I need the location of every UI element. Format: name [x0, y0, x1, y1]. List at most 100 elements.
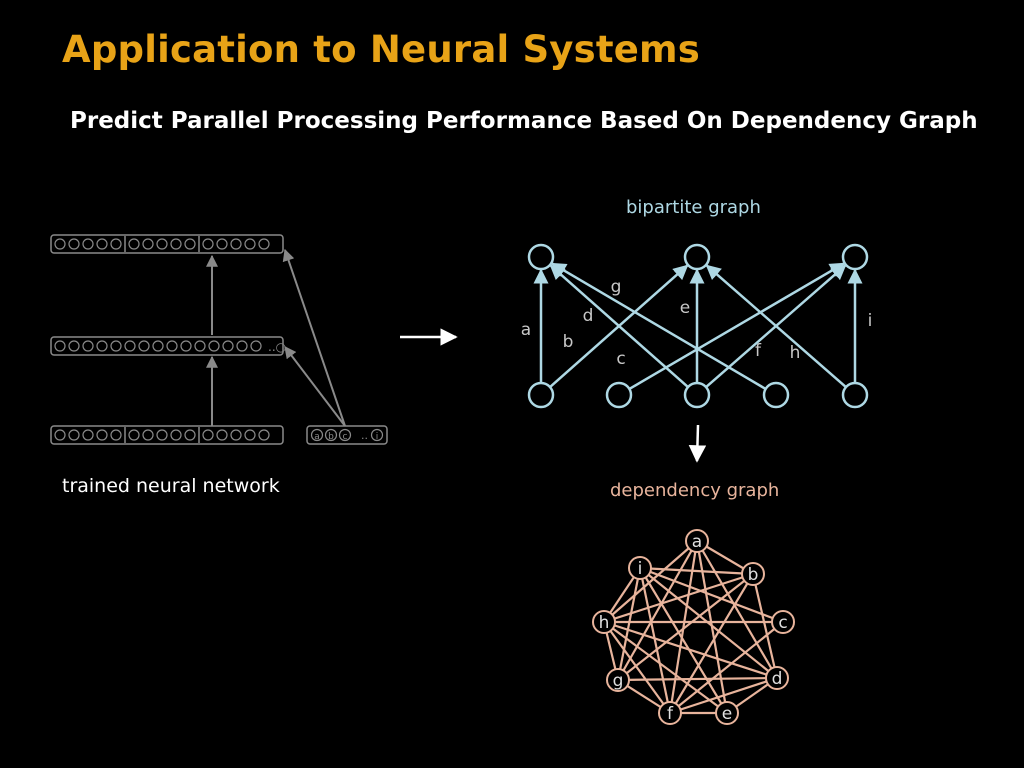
unit-node	[96, 340, 108, 352]
dependency-node	[606, 668, 630, 692]
dependency-edge	[617, 540, 698, 681]
dependency-edge	[639, 566, 754, 576]
task-unit-node	[370, 428, 384, 442]
network-layer: ..○	[50, 336, 286, 356]
unit-node	[156, 429, 168, 441]
dependency-edge	[639, 567, 728, 714]
layer-box	[50, 425, 284, 445]
task-unit-label: a	[314, 432, 320, 442]
input-node	[762, 381, 790, 409]
unit-node	[96, 429, 108, 441]
input-node	[527, 381, 555, 409]
unit-node	[54, 429, 66, 441]
output-node	[527, 243, 555, 271]
unit-node	[82, 238, 94, 250]
unit-node	[96, 238, 108, 250]
dependency-node	[592, 610, 616, 634]
dependency-node-label: b	[748, 565, 759, 585]
task-unit-label: i	[376, 432, 379, 442]
unit-node	[68, 340, 80, 352]
unit-node	[208, 340, 220, 352]
dependency-edge	[669, 676, 778, 715]
bipartite-graph-caption: bipartite graph	[626, 197, 761, 218]
unit-node	[166, 340, 178, 352]
unit-node	[216, 429, 228, 441]
dependency-edge	[639, 567, 778, 679]
layer-box	[50, 234, 284, 254]
neural-network-caption: trained neural network	[62, 475, 280, 497]
unit-node	[170, 429, 182, 441]
edge-label: h	[790, 343, 801, 363]
unit-node	[216, 238, 228, 250]
task-unit-node	[338, 428, 352, 442]
dependency-edge	[751, 573, 779, 679]
output-node	[683, 243, 711, 271]
edge-label: i	[868, 311, 873, 331]
unit-node	[202, 238, 214, 250]
edge-label: c	[616, 349, 625, 369]
dependency-edge	[638, 567, 672, 714]
dependency-edge	[669, 573, 754, 714]
unit-node	[142, 238, 154, 250]
edge-label: e	[680, 298, 690, 318]
unit-node	[110, 238, 122, 250]
dependency-node	[685, 529, 709, 553]
unit-node	[156, 238, 168, 250]
unit-node	[128, 238, 140, 250]
slide-subtitle: Predict Parallel Processing Performance …	[70, 108, 978, 134]
unit-node	[230, 429, 242, 441]
unit-node	[110, 429, 122, 441]
task-unit-node	[324, 428, 338, 442]
dependency-node	[658, 701, 682, 725]
dependency-node-label: d	[772, 669, 783, 689]
input-node	[683, 381, 711, 409]
edge-label: b	[563, 332, 574, 352]
dependency-graph-caption: dependency graph	[610, 480, 780, 501]
unit-node	[250, 340, 262, 352]
layer-ellipsis: ..○	[268, 340, 286, 354]
unit-node	[258, 238, 270, 250]
unit-node	[142, 429, 154, 441]
task-layer-box	[306, 425, 388, 445]
unit-node	[82, 429, 94, 441]
unit-node	[202, 429, 214, 441]
network-connections	[206, 248, 346, 427]
edge-label: d	[583, 306, 594, 326]
bipartite-edge	[705, 264, 847, 389]
slide-title: Application to Neural Systems	[62, 28, 700, 71]
dependency-node-label: e	[722, 704, 732, 724]
task-layer-ellipsis: ..	[361, 429, 368, 442]
dependency-node	[715, 701, 739, 725]
layer-box	[50, 336, 284, 356]
unit-node	[244, 238, 256, 250]
unit-node	[110, 340, 122, 352]
input-node	[605, 381, 633, 409]
unit-node	[68, 429, 80, 441]
bipartite-edge	[549, 264, 689, 388]
dependency-edge	[603, 540, 698, 623]
dependency-node-label: c	[778, 613, 787, 633]
unit-node	[152, 340, 164, 352]
unit-node	[230, 238, 242, 250]
unit-node	[54, 238, 66, 250]
unit-node	[184, 238, 196, 250]
dependency-node	[771, 610, 795, 634]
task-unit-label: c	[343, 432, 348, 442]
dependency-edge	[603, 621, 671, 714]
bipartite-edge	[628, 262, 846, 391]
dependency-edge	[639, 566, 784, 624]
dependency-edge	[603, 620, 778, 680]
network-layer	[50, 425, 284, 445]
dependency-edge	[603, 621, 728, 714]
dependency-edge	[668, 540, 699, 714]
connection-arrow	[282, 248, 346, 427]
dependency-node	[628, 556, 652, 580]
dependency-edge	[616, 567, 642, 681]
derive-arrow	[688, 424, 707, 463]
dependency-node	[765, 666, 789, 690]
